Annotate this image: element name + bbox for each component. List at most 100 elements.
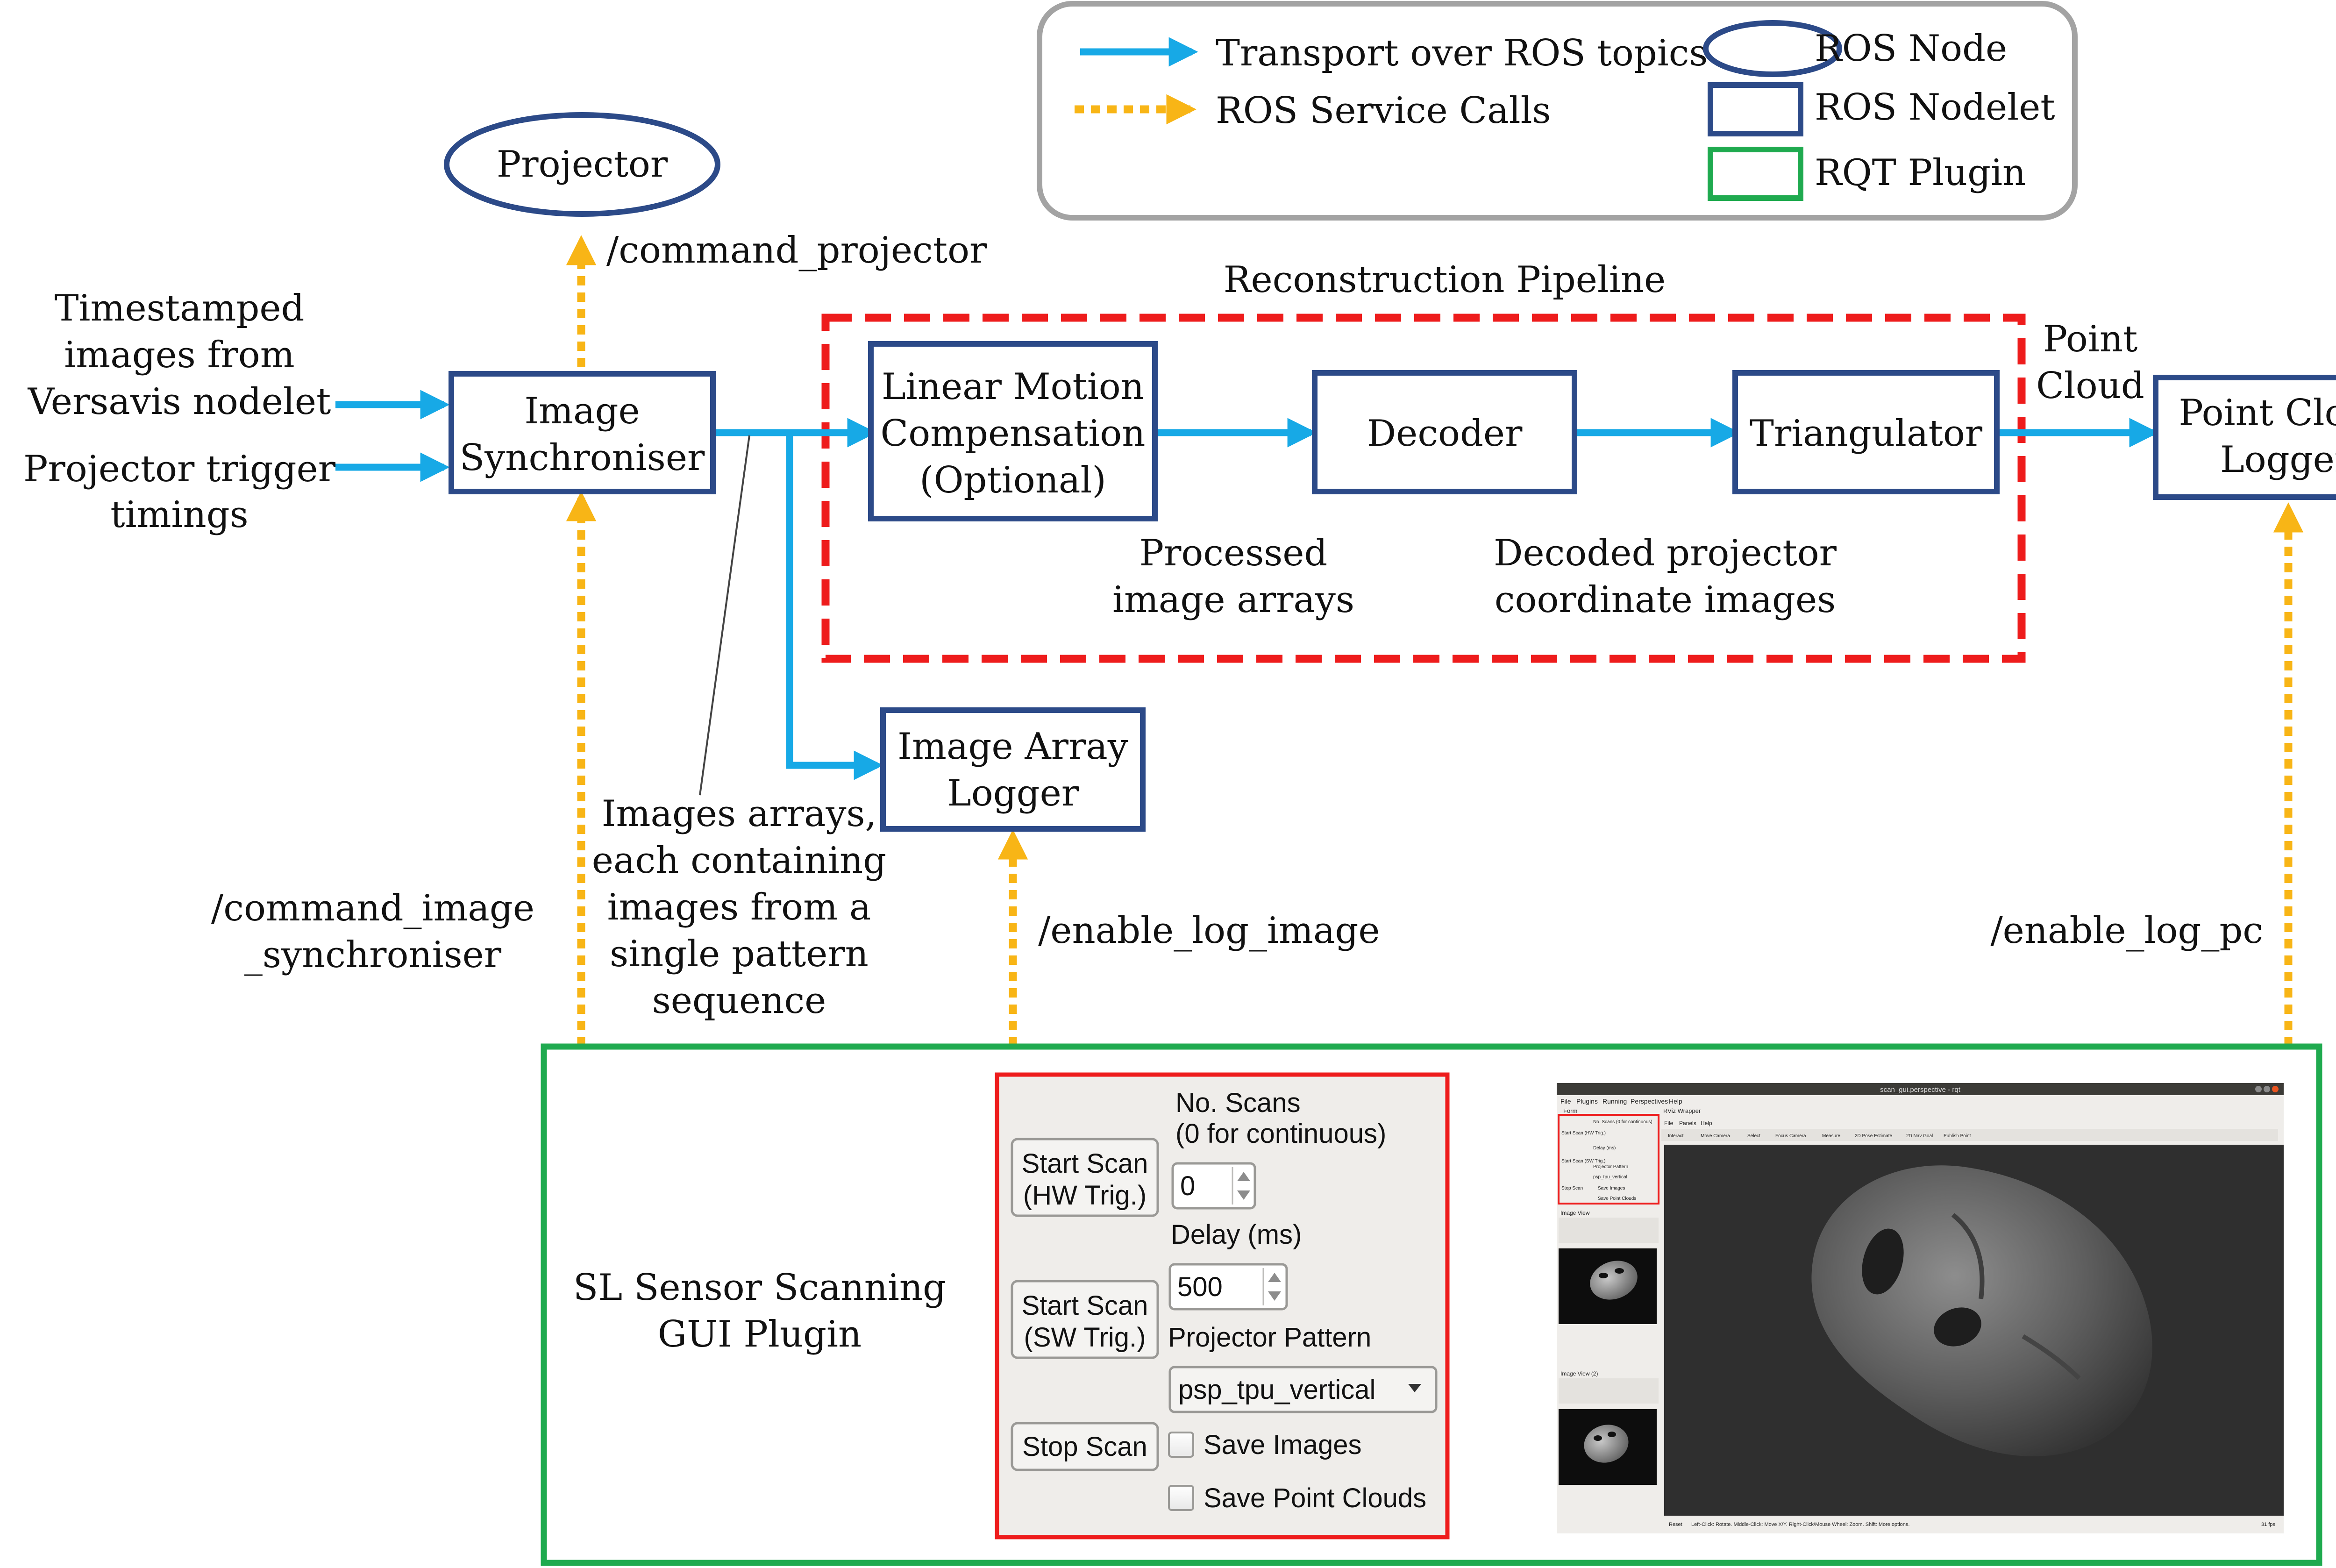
image-synchroniser-label-1: Image [524,390,640,432]
linear-motion-compensation-node: Linear Motion Compensation (Optional) [868,341,1158,521]
no-scans-spinbox[interactable]: 0 [1171,1162,1256,1210]
rqt-screenshot: scan_gui.perspective - rqt File Plugins … [1557,1083,2284,1533]
screenshot-menu-running[interactable]: Running [1602,1098,1627,1105]
mini-stop: Stop Scan [1561,1186,1583,1191]
stop-label: Stop Scan [1022,1432,1147,1462]
mini-delay: Delay (ms) [1593,1146,1616,1151]
save-pc-label: Save Point Clouds [1204,1483,1426,1513]
save-point-clouds-checkbox[interactable]: Save Point Clouds [1168,1483,1426,1513]
pattern-label: Projector Pattern [1168,1322,1371,1353]
legend-service-label: ROS Service Calls [1216,90,1551,132]
screenshot-form-highlight [1558,1114,1659,1205]
pattern-dropdown[interactable]: psp_tpu_vertical [1168,1366,1438,1413]
spin-up-icon[interactable] [1268,1273,1281,1282]
rviz-tool-nav-goal[interactable]: 2D Nav Goal [1906,1133,1933,1139]
rviz-tool-measure[interactable]: Measure [1822,1133,1840,1139]
rviz-tool-interact[interactable]: Interact [1668,1133,1684,1139]
timestamped-label-1: Timestamped [55,287,305,329]
rviz-menu-file[interactable]: File [1664,1120,1674,1126]
mini-start-sw: Start Scan (SW Trig.) [1561,1159,1605,1164]
mini-save-images: Save Images [1598,1186,1625,1191]
screenshot-title: scan_gui.perspective - rqt [1880,1086,1961,1094]
trigger-label-2: timings [110,494,248,536]
lmc-label-3: (Optional) [919,459,1106,501]
delay-value: 500 [1177,1272,1223,1302]
triangulator-label: Triangulator [1750,413,1983,455]
image-array-logger-node: Image Array Logger [880,707,1146,832]
legend-node-label: ROS Node [1815,28,2007,70]
screenshot-menu-plugins[interactable]: Plugins [1576,1098,1598,1105]
stop-scan-button[interactable]: Stop Scan [1011,1422,1159,1471]
legend-node-icon [1703,20,1842,77]
screenshot-form-title: Form [1563,1107,1577,1114]
arrays-label-4: single pattern [610,933,869,975]
pipeline-frame [821,314,2026,663]
decoded-label-2: coordinate images [1495,579,1836,621]
window-maximize-icon[interactable] [2264,1086,2270,1092]
topic-arrows [335,390,2159,780]
lmc-label-1: Linear Motion [882,366,1144,408]
pc-logger-label-1: Point Cloud [2179,392,2336,434]
rviz-toolbar [1661,1129,2278,1141]
spin-up-icon[interactable] [1237,1172,1250,1181]
screenshot-menu-perspectives[interactable]: Perspectives [1631,1098,1668,1105]
point-cloud-label-2: Cloud [2036,365,2144,407]
save-images-label: Save Images [1204,1430,1362,1460]
no-scans-label-2: (0 for continuous) [1175,1119,1386,1149]
screenshot-menu-file[interactable]: File [1560,1098,1571,1105]
arrays-label-2: each containing [592,840,886,882]
triangulator-node: Triangulator [1732,370,2000,494]
spin-down-icon[interactable] [1237,1190,1250,1200]
screenshot-menu-help[interactable]: Help [1669,1098,1682,1105]
checkbox-icon[interactable] [1168,1485,1194,1511]
arrays-description: Images arrays, each containing images fr… [592,793,886,1022]
ia-logger-label-1: Image Array [897,726,1128,768]
start-scan-sw-button[interactable]: Start Scan (SW Trig.) [1011,1280,1159,1359]
no-scans-value: 0 [1180,1171,1195,1201]
image-view-1-toolbar [1559,1218,1659,1243]
mask-eye-right [1934,1307,1981,1347]
start-hw-label-2: (HW Trig.) [1023,1180,1147,1211]
checkbox-icon[interactable] [1168,1432,1194,1458]
decoded-label-1: Decoded projector [1494,532,1837,574]
rviz-tool-publish-point[interactable]: Publish Point [1944,1133,1971,1139]
decoder-label: Decoder [1367,413,1523,455]
timestamped-label-2: images from [64,334,294,376]
spin-down-icon[interactable] [1268,1291,1281,1301]
rviz-tool-move-camera[interactable]: Move Camera [1701,1133,1730,1139]
arrow-sync-to-image-logger [786,433,883,780]
cmd-sync-label-2: _synchroniser [244,934,502,976]
start-sw-label-2: (SW Trig.) [1024,1322,1146,1353]
mini-start-hw: Start Scan (HW Trig.) [1561,1131,1606,1136]
delay-spinbox[interactable]: 500 [1168,1263,1288,1311]
arrays-callout-line [699,435,750,796]
processed-label-2: image arrays [1112,579,1354,621]
window-close-icon[interactable] [2272,1086,2279,1092]
rviz-status-reset[interactable]: Reset [1669,1522,1682,1527]
mini-pattern-value: psp_tpu_vertical [1593,1175,1627,1180]
legend-transport-label: Transport over ROS topics [1216,32,1708,74]
point-cloud-label-1: Point [2043,318,2138,360]
pattern-value: psp_tpu_vertical [1178,1375,1375,1405]
mask-eye-left [1862,1228,1904,1295]
mini-save-pc: Save Point Clouds [1598,1196,1636,1201]
legend-nodelet-label: ROS Nodelet [1815,86,2055,128]
window-minimize-icon[interactable] [2255,1086,2262,1092]
rviz-tool-select[interactable]: Select [1747,1133,1760,1139]
rviz-menu-panels[interactable]: Panels [1679,1120,1696,1126]
arrays-label-1: Images arrays, [602,793,877,835]
arrays-label-5: sequence [652,980,826,1022]
image-view-1-title: Image View [1560,1210,1590,1216]
start-scan-hw-button[interactable]: Start Scan (HW Trig.) [1011,1138,1159,1217]
rviz-title: RViz Wrapper [1663,1107,1701,1114]
trigger-label-1: Projector trigger [23,448,336,490]
legend-nodelet-icon [1708,82,1803,136]
rviz-menu-help[interactable]: Help [1701,1120,1712,1126]
rviz-tool-pose-estimate[interactable]: 2D Pose Estimate [1855,1133,1892,1139]
chevron-down-icon [1408,1384,1421,1392]
legend-rqt-icon [1708,147,1803,201]
plugin-label-2: GUI Plugin [658,1313,862,1355]
save-images-checkbox[interactable]: Save Images [1168,1430,1362,1460]
image-view-2-mask [1584,1425,1629,1463]
rviz-tool-focus-camera[interactable]: Focus Camera [1775,1133,1806,1139]
